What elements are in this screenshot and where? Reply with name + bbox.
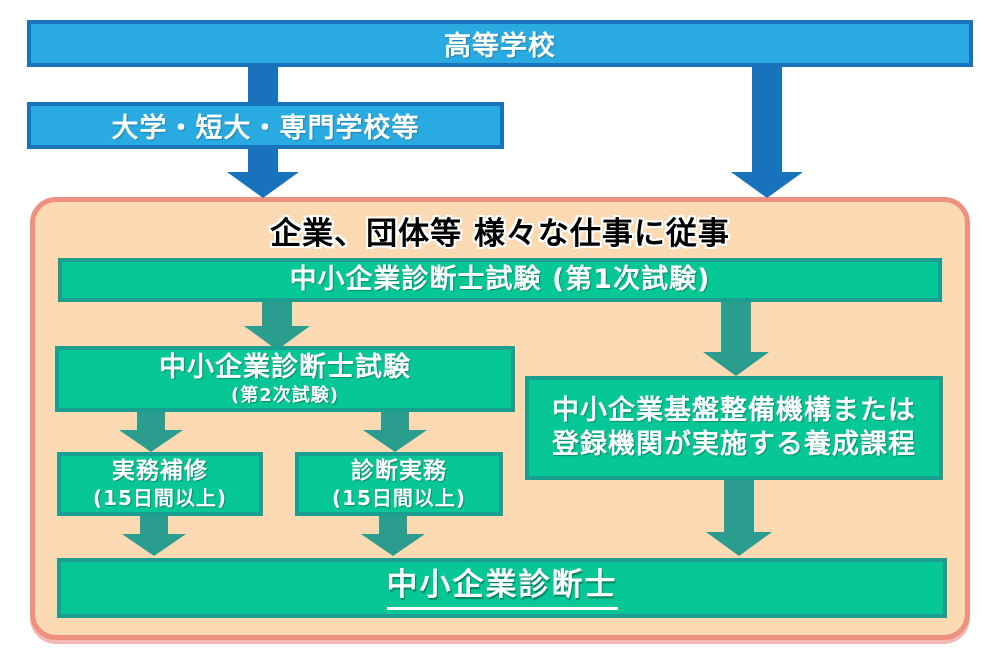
exam-stage2-sublabel: (第2次試験)	[231, 384, 339, 406]
result-box: 中小企業診断士	[57, 558, 947, 618]
employment-zone: 企業、団体等 様々な仕事に従事 中小企業診断士試験 (第1次試験) 中小企業診断…	[30, 197, 970, 640]
practical-training-duration: (15日間以上)	[92, 485, 228, 510]
university-label: 大学・短大・専門学校等	[111, 113, 420, 144]
diagnostic-practice-box: 診断実務 (15日間以上)	[295, 452, 503, 516]
highschool-box: 高等学校	[27, 20, 973, 67]
exam-stage2-box: 中小企業診断士試験 (第2次試験)	[55, 346, 515, 412]
exam-stage2-label: 中小企業診断士試験	[159, 351, 411, 383]
diagnostic-practice-label: 診断実務	[351, 458, 447, 485]
university-box: 大学・短大・専門学校等	[27, 102, 504, 149]
training-course-line2: 登録機関が実施する養成課程	[552, 429, 916, 460]
exam-stage1-box: 中小企業診断士試験 (第1次試験)	[58, 258, 942, 302]
exam-stage1-label: 中小企業診断士試験 (第1次試験)	[289, 264, 711, 296]
diagnostic-practice-duration: (15日間以上)	[331, 485, 467, 510]
employment-zone-title: 企業、団体等 様々な仕事に従事	[270, 216, 730, 252]
practical-training-box: 実務補修 (15日間以上)	[57, 452, 263, 516]
practical-training-label: 実務補修	[112, 458, 208, 485]
training-course-box: 中小企業基盤整備機構または 登録機関が実施する養成課程	[525, 376, 943, 480]
highschool-label: 高等学校	[444, 31, 556, 62]
training-course-line1: 中小企業基盤整備機構または	[552, 395, 916, 427]
result-label: 中小企業診断士	[386, 566, 618, 611]
